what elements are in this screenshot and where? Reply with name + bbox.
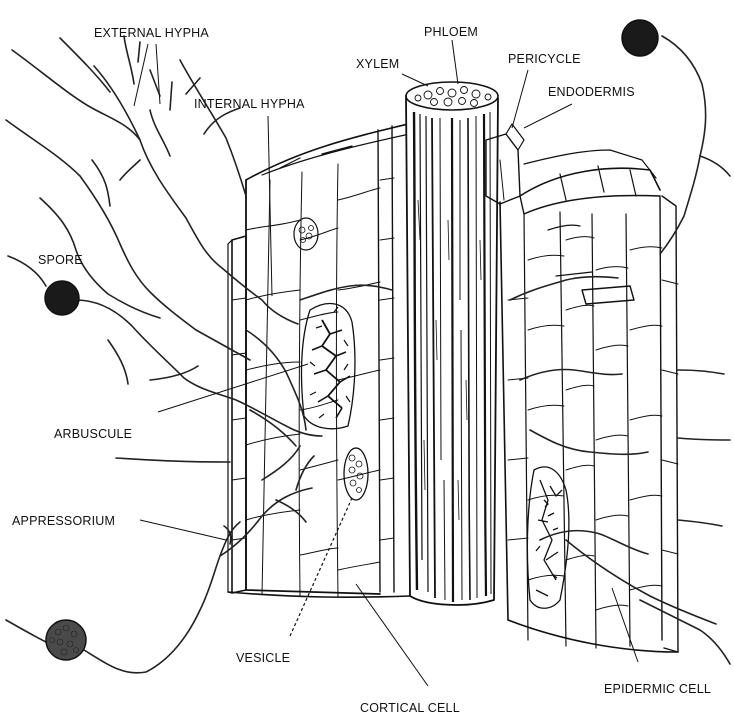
leader-pericycle xyxy=(512,70,528,128)
external-hyphae xyxy=(6,36,730,673)
stele-cylinder xyxy=(406,82,498,605)
spore-left xyxy=(45,281,79,315)
leader-external-hypha xyxy=(134,44,160,106)
leader-phloem xyxy=(452,40,458,84)
arbuscule-main xyxy=(302,304,355,429)
label-xylem: XYLEM xyxy=(356,57,399,71)
label-vesicle: VESICLE xyxy=(236,651,290,665)
cortex-right-block xyxy=(500,150,678,652)
labels: EXTERNAL HYPHA PHLOEM XYLEM PERICYCLE EN… xyxy=(12,25,711,715)
leader-epidermic-cell xyxy=(612,588,638,662)
leader-arbuscule xyxy=(158,364,308,412)
label-appressorium: APPRESSORIUM xyxy=(12,514,115,528)
cortex-inner-left xyxy=(378,126,394,592)
spore-bottom-left xyxy=(46,620,86,660)
root-cross-section xyxy=(228,82,678,652)
label-internal-hypha: INTERNAL HYPHA xyxy=(194,97,305,111)
label-endodermis: ENDODERMIS xyxy=(548,85,635,99)
label-spore: SPORE xyxy=(38,253,83,267)
label-pericycle: PERICYCLE xyxy=(508,52,581,66)
label-cortical-cell: CORTICAL CELL xyxy=(360,701,460,715)
leader-appressorium xyxy=(140,520,226,540)
leader-xylem xyxy=(402,74,428,86)
label-arbuscule: ARBUSCULE xyxy=(54,427,132,441)
spore-top-right xyxy=(622,20,658,56)
cortex-left-face xyxy=(246,124,408,597)
arbuscule-right xyxy=(527,467,569,608)
leader-endodermis xyxy=(524,104,572,128)
label-external-hypha: EXTERNAL HYPHA xyxy=(94,26,209,40)
label-epidermic-cell: EPIDERMIC CELL xyxy=(604,682,711,696)
label-phloem: PHLOEM xyxy=(424,25,478,39)
